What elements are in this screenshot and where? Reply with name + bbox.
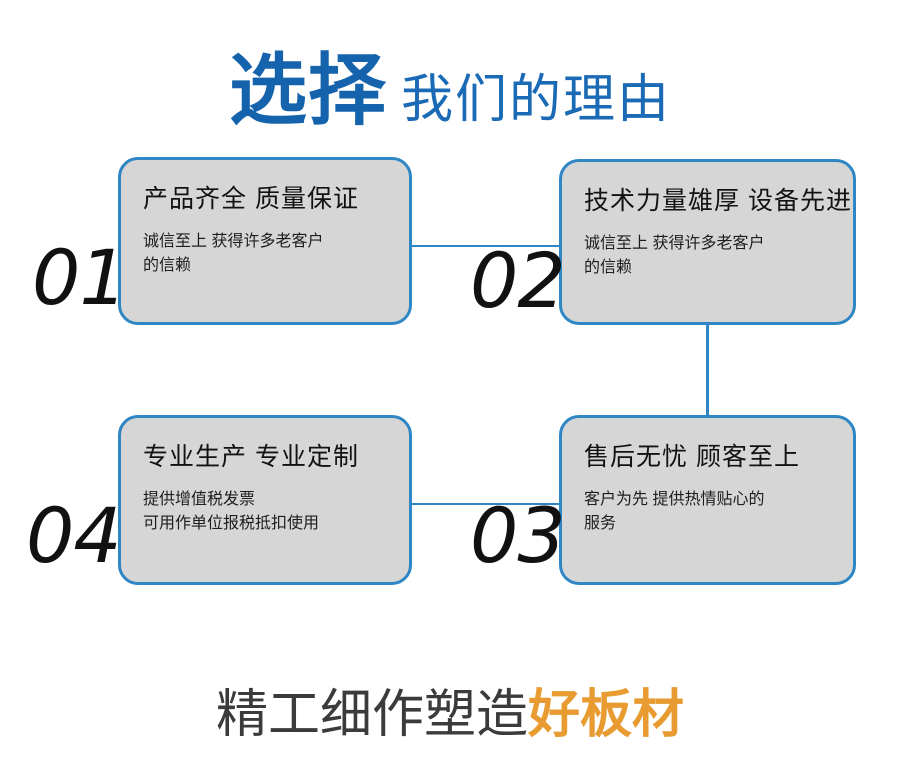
feature-card-01-title: 产品齐全 质量保证 (143, 185, 359, 213)
page-title-light: 我们的理由 (401, 71, 672, 129)
footer-tagline-accent: 好板材 (528, 685, 685, 745)
feature-card-02-title: 技术力量雄厚 设备先进 (584, 187, 852, 215)
feature-card-01-number: 01 (32, 233, 128, 322)
feature-card-02-number: 02 (470, 236, 566, 325)
page-title-strong: 选择 (228, 46, 387, 136)
feature-card-02[interactable]: 技术力量雄厚 设备先进 诚信至上 获得许多老客户 的信赖 (559, 159, 856, 325)
connector-04-to-03 (410, 503, 562, 505)
feature-card-04-number: 04 (26, 491, 122, 580)
feature-card-03-title: 售后无忧 顾客至上 (584, 443, 800, 471)
feature-card-01-body: 诚信至上 获得许多老客户 的信赖 (143, 232, 324, 275)
connector-02-to-03 (706, 322, 709, 418)
page-title: 选择我们的理由 (0, 28, 900, 140)
feature-card-04-body: 提供增值税发票 可用作单位报税抵扣使用 (143, 490, 320, 533)
feature-card-04-title: 专业生产 专业定制 (143, 443, 359, 471)
feature-card-02-body: 诚信至上 获得许多老客户 的信赖 (584, 234, 765, 277)
connector-01-to-02 (410, 245, 562, 247)
feature-card-03[interactable]: 售后无忧 顾客至上 客户为先 提供热情贴心的 服务 (559, 415, 856, 585)
feature-card-03-number: 03 (470, 491, 566, 580)
feature-card-03-body: 客户为先 提供热情贴心的 服务 (584, 490, 765, 533)
feature-card-04[interactable]: 专业生产 专业定制 提供增值税发票 可用作单位报税抵扣使用 (118, 415, 412, 585)
footer-tagline-dark: 精工细作塑造 (215, 686, 528, 744)
feature-card-01[interactable]: 产品齐全 质量保证 诚信至上 获得许多老客户 的信赖 (118, 157, 412, 325)
footer-tagline: 精工细作塑造好板材 (0, 672, 900, 747)
